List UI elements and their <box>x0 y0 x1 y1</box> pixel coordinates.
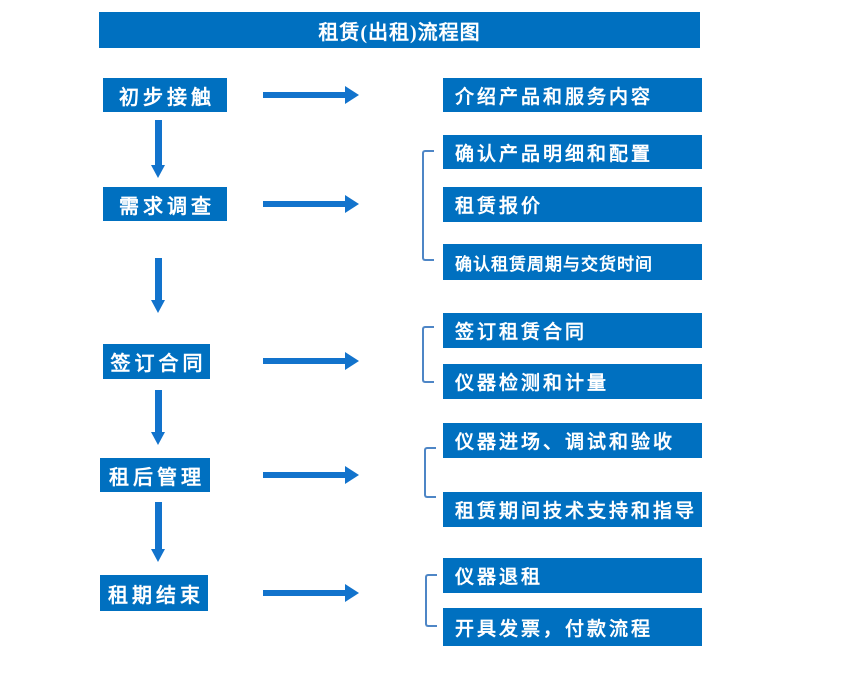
page-title: 租赁(出租)流程图 <box>318 21 481 44</box>
down-arrow-head-icon <box>151 165 165 178</box>
detail-box-tech-support-guidance: 租赁期间技术支持和指导 <box>443 492 702 527</box>
detail-box-invoice-payment: 开具发票，付款流程 <box>443 608 702 646</box>
right-arrow-shaft <box>263 358 346 364</box>
down-arrow-3 <box>151 390 166 445</box>
detail-box-confirm-period-delivery: 确认租赁周期与交货时间 <box>443 244 702 280</box>
detail-box-instrument-inspection: 仪器检测和计量 <box>443 364 702 399</box>
down-arrow-head-icon <box>151 549 165 562</box>
title-bar: 租赁(出租)流程图 <box>99 12 700 48</box>
right-arrow-5 <box>263 584 359 602</box>
right-arrow-2 <box>263 195 359 213</box>
detail-box-instrument-setup-acceptance: 仪器进场、调试和验收 <box>443 423 702 458</box>
stage-box-sign-contract: 签订合同 <box>103 344 210 379</box>
stage-box-initial-contact: 初步接触 <box>103 78 227 112</box>
right-arrow-head-icon <box>345 352 359 370</box>
right-arrow-head-icon <box>345 584 359 602</box>
stage-box-post-rental-management: 租后管理 <box>100 458 210 492</box>
right-arrow-shaft <box>263 472 346 478</box>
right-arrow-4 <box>263 466 359 484</box>
down-arrow-shaft <box>155 120 162 166</box>
detail-box-rental-quote: 租赁报价 <box>443 187 702 222</box>
down-arrow-head-icon <box>151 300 165 313</box>
right-arrow-shaft <box>263 590 346 596</box>
right-arrow-3 <box>263 352 359 370</box>
right-arrow-shaft <box>263 92 346 98</box>
group-bracket-sign-contract <box>422 326 434 383</box>
right-arrow-1 <box>263 86 359 104</box>
down-arrow-shaft <box>155 502 162 550</box>
stage-box-lease-end: 租期结束 <box>100 575 208 611</box>
detail-box-instrument-return: 仪器退租 <box>443 558 702 593</box>
right-arrow-shaft <box>263 201 346 207</box>
detail-box-sign-rental-contract: 签订租赁合同 <box>443 313 702 348</box>
down-arrow-1 <box>151 120 166 178</box>
down-arrow-head-icon <box>151 432 165 445</box>
right-arrow-head-icon <box>345 466 359 484</box>
group-bracket-lease-end <box>425 574 437 627</box>
right-arrow-head-icon <box>345 86 359 104</box>
down-arrow-shaft <box>155 390 162 433</box>
down-arrow-2 <box>151 258 166 313</box>
group-bracket-demand-survey <box>422 150 434 261</box>
stage-box-demand-survey: 需求调查 <box>103 187 227 221</box>
detail-box-confirm-product-details: 确认产品明细和配置 <box>443 135 702 169</box>
down-arrow-4 <box>151 502 166 562</box>
down-arrow-shaft <box>155 258 162 301</box>
right-arrow-head-icon <box>345 195 359 213</box>
group-bracket-post-rental <box>424 447 436 498</box>
detail-box-intro-products-services: 介绍产品和服务内容 <box>443 78 702 112</box>
